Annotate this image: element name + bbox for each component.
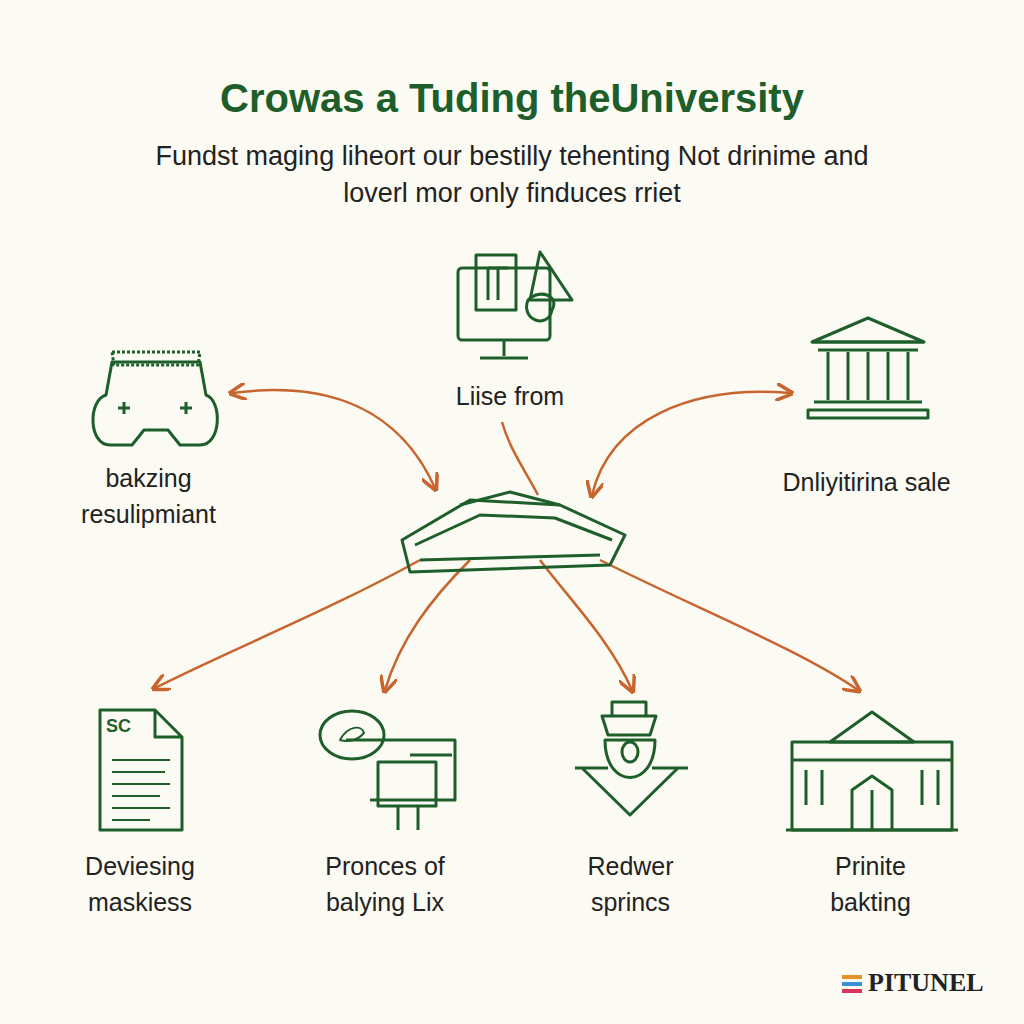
node-label: Pronces of balying Lix [305, 848, 465, 920]
subtitle: Fundst maging liheort our bestilly tehen… [152, 138, 872, 212]
node-label: Dnliyitirina sale [779, 464, 954, 500]
node-label: Redwer sprincs [563, 848, 698, 920]
title: Crowas a Tuding theUniversity [12, 76, 1012, 121]
icon-label-node: Liise from [400, 378, 620, 414]
watermark: PITUNEL [868, 968, 984, 998]
icon-label-node: Dnliyitirina sale [779, 464, 954, 500]
icon-label-node: Pronces of balying Lix [305, 848, 465, 920]
node-label: Prinite bakting [808, 848, 933, 920]
icon-label-node: bakzing resulipmiant [56, 460, 241, 532]
icon-label-node: Prinite bakting [808, 848, 933, 920]
watermark-logo [842, 975, 862, 993]
node-label: bakzing resulipmiant [56, 460, 241, 532]
icons [93, 252, 958, 830]
icon-label-node: Deviesing maskiess [50, 848, 230, 920]
icon-letters: SC [106, 716, 131, 737]
node-label: Liise from [400, 378, 620, 414]
icon-label-node: Redwer sprincs [563, 848, 698, 920]
arrows [155, 390, 858, 690]
node-label: Deviesing maskiess [50, 848, 230, 920]
